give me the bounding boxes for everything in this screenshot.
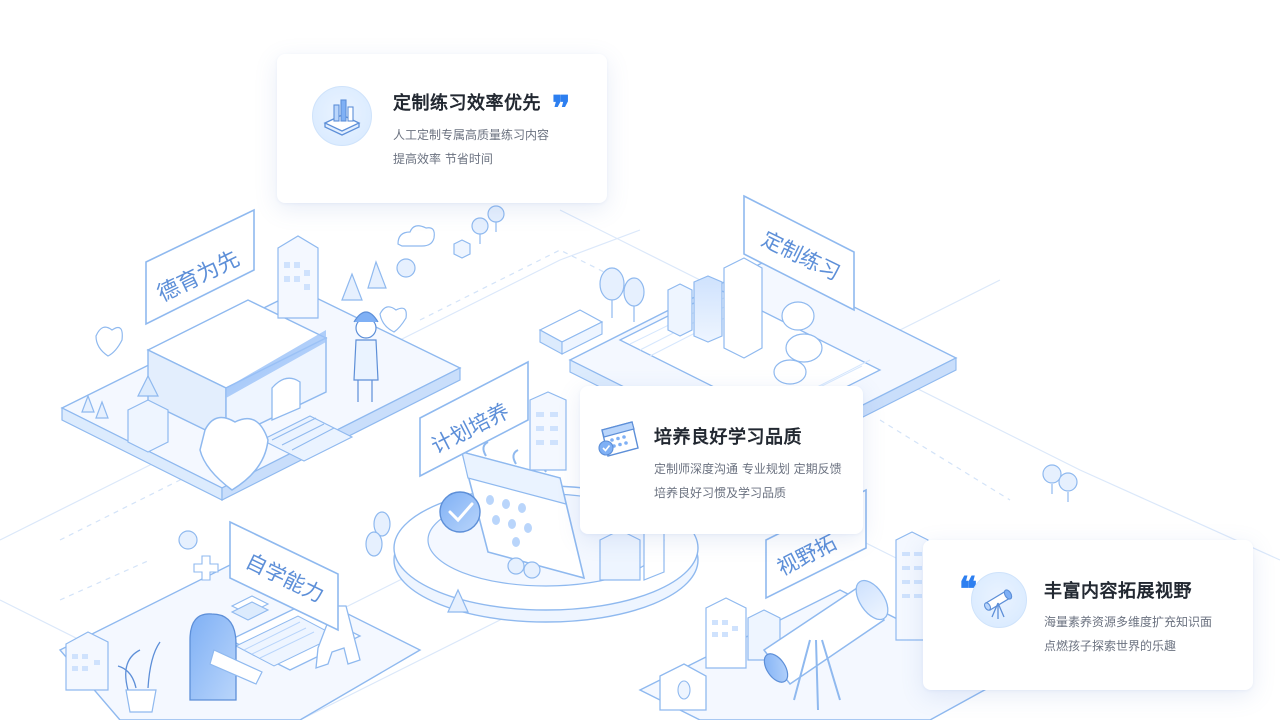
calendar-icon <box>596 416 644 460</box>
vision-platform: 视野拓 <box>638 464 1078 720</box>
floating-decor <box>397 205 505 259</box>
feature-card-custom-practice: 定制练习效率优先 ❞ 人工定制专属高质量练习内容 提高效率 节省时间 <box>277 54 607 203</box>
moral-platform: 德育为先 <box>60 208 462 501</box>
feature-card-expand-vision: ❝ 丰富内容拓展视野 海量素养资源多维度扩充知识面 点燃孩子探索世界的乐趣 <box>923 540 1253 690</box>
card-title: 培养良好学习品质 <box>654 427 802 448</box>
self-learning-platform: 自学能力 <box>58 520 422 720</box>
girl-figure <box>353 311 379 402</box>
dashed-paths <box>59 249 1011 601</box>
card-title: 定制练习效率优先 <box>393 93 541 114</box>
card-desc-line1: 海量素养资源多维度扩充知识面 <box>1044 615 1213 629</box>
sign-custom-practice: 定制练习 <box>743 194 855 312</box>
feature-card-learning-quality: 培养良好学习品质 定制师深度沟通 专业规划 定期反馈 培养良好习惯及学习品质 <box>580 386 863 534</box>
telescope-icon <box>971 572 1027 628</box>
card-desc-line1: 人工定制专属高质量练习内容 <box>393 128 550 142</box>
sign-plan-training: 计划培养 <box>419 360 529 478</box>
card-desc-line1: 定制师深度沟通 专业规划 定期反馈 <box>654 462 842 476</box>
quote-close-icon: ❞ <box>552 89 571 129</box>
card-desc-line2: 培养良好习惯及学习品质 <box>654 486 787 500</box>
card-title: 丰富内容拓展视野 <box>1044 581 1192 602</box>
sign-moral-first: 德育为先 <box>145 208 255 326</box>
card-desc-line2: 点燃孩子探索世界的乐趣 <box>1044 639 1177 653</box>
book-chart-icon <box>312 86 372 146</box>
card-desc-line2: 提高效率 节省时间 <box>393 152 493 166</box>
